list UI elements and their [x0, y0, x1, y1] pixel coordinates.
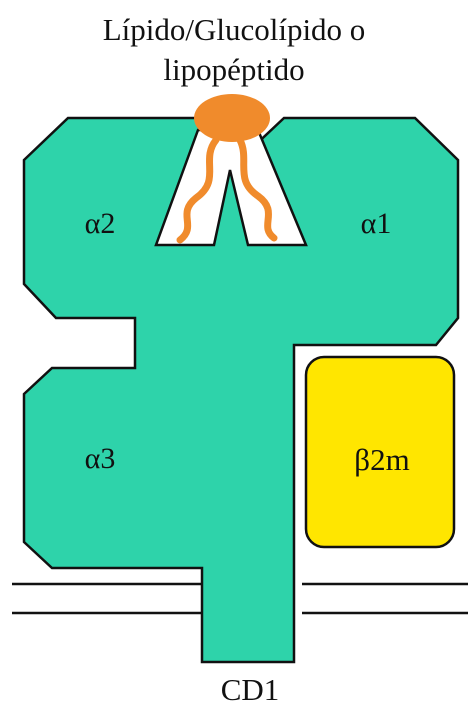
domain-label-alpha2: α2	[85, 207, 116, 240]
ligand-label-line2: lipopéptido	[163, 52, 304, 87]
domain-label-alpha3: α3	[85, 442, 116, 475]
domain-label-alpha1: α1	[361, 207, 392, 240]
ligand-label-line1: Lípido/Glucolípido o	[103, 12, 366, 47]
lipid-head	[194, 94, 270, 142]
domain-label-beta2m: β2m	[354, 442, 409, 477]
molecule-name-label: CD1	[221, 672, 280, 707]
